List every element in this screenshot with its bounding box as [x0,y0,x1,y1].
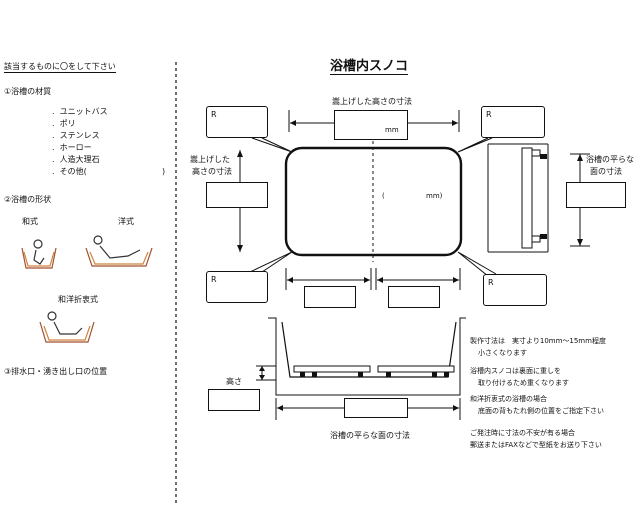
flat-surface-input-section[interactable] [344,398,408,418]
flat-surface-label-1: 浴槽の平らな [586,155,634,164]
half-width-input-right[interactable] [388,286,440,308]
shape-japanese-label[interactable]: 和式 [22,217,38,226]
note-line: 取り付けるため重くなります [478,379,569,387]
flat-surface-input-side[interactable] [566,182,626,208]
height-label: 高さ [226,377,242,386]
note-line: 底面の背もたれ側の位置をご指定下さい [478,407,604,415]
raised-height-input-top[interactable]: mm [334,110,408,140]
height-input[interactable] [208,389,260,411]
raised-height-label-left-2: 高さの寸法 [192,167,232,176]
center-dim-unit: mm) [426,192,443,200]
page-title: 浴槽内スノコ [330,59,409,75]
side-view-board [521,147,533,249]
corner-radius-input-top-left[interactable]: R [206,106,268,138]
corner-radius-label: R [211,275,217,284]
center-dim-open: ( [382,192,385,200]
unit-mm: mm [385,126,399,134]
shape-western-label[interactable]: 洋式 [118,217,134,226]
material-option-other[interactable]: . その他( [52,167,87,176]
note-line: ご発注時に寸法の不安が有る場合 [470,429,575,437]
raised-height-label-left-1: 嵩上げした [190,155,230,164]
corner-radius-label: R [488,278,494,287]
note-line: 和洋折衷式の浴槽の場合 [470,395,547,403]
corner-radius-label: R [211,110,217,119]
question-material: ①浴槽の材質 [4,87,52,96]
shape-combined-label[interactable]: 和洋折衷式 [58,295,98,304]
raised-height-input-left[interactable] [206,182,268,208]
question-drain-position: ③排水口・湧き出し口の位置 [4,367,108,376]
instruction-text: 該当するものに〇をして下さい [4,62,116,73]
material-option[interactable]: . 人造大理石 [52,155,100,164]
corner-radius-label: R [486,110,492,119]
flat-surface-label-section: 浴槽の平らな面の寸法 [330,431,410,440]
half-width-input-left[interactable] [304,286,356,308]
note-line: 製作寸法は 実寸より10mm～15mm程度 [470,337,606,345]
material-option[interactable]: . ポリ [52,119,76,128]
raised-height-label-top: 嵩上げした高さの寸法 [332,97,412,106]
tub-western-sketch [85,235,153,267]
tub-japanese-sketch [21,239,57,269]
note-line: 浴槽内スノコは裏面に重しを [470,367,561,375]
material-option[interactable]: . ユニットバス [52,107,108,116]
question-shape: ②浴槽の形状 [4,195,52,204]
flat-surface-label-2: 面の寸法 [590,167,622,176]
material-option[interactable]: . ステンレス [52,131,100,140]
corner-radius-input-bottom-right[interactable]: R [483,274,547,306]
material-option[interactable]: . ホーロー [52,143,92,152]
note-line: 小さくなります [478,349,527,357]
material-other-close: ) [162,167,166,176]
tub-combined-sketch [39,311,95,343]
note-line: 郵送またはFAXなどで型紙をお送り下さい [470,441,602,449]
corner-radius-input-top-right[interactable]: R [481,106,545,138]
corner-radius-input-bottom-left[interactable]: R [206,271,268,303]
